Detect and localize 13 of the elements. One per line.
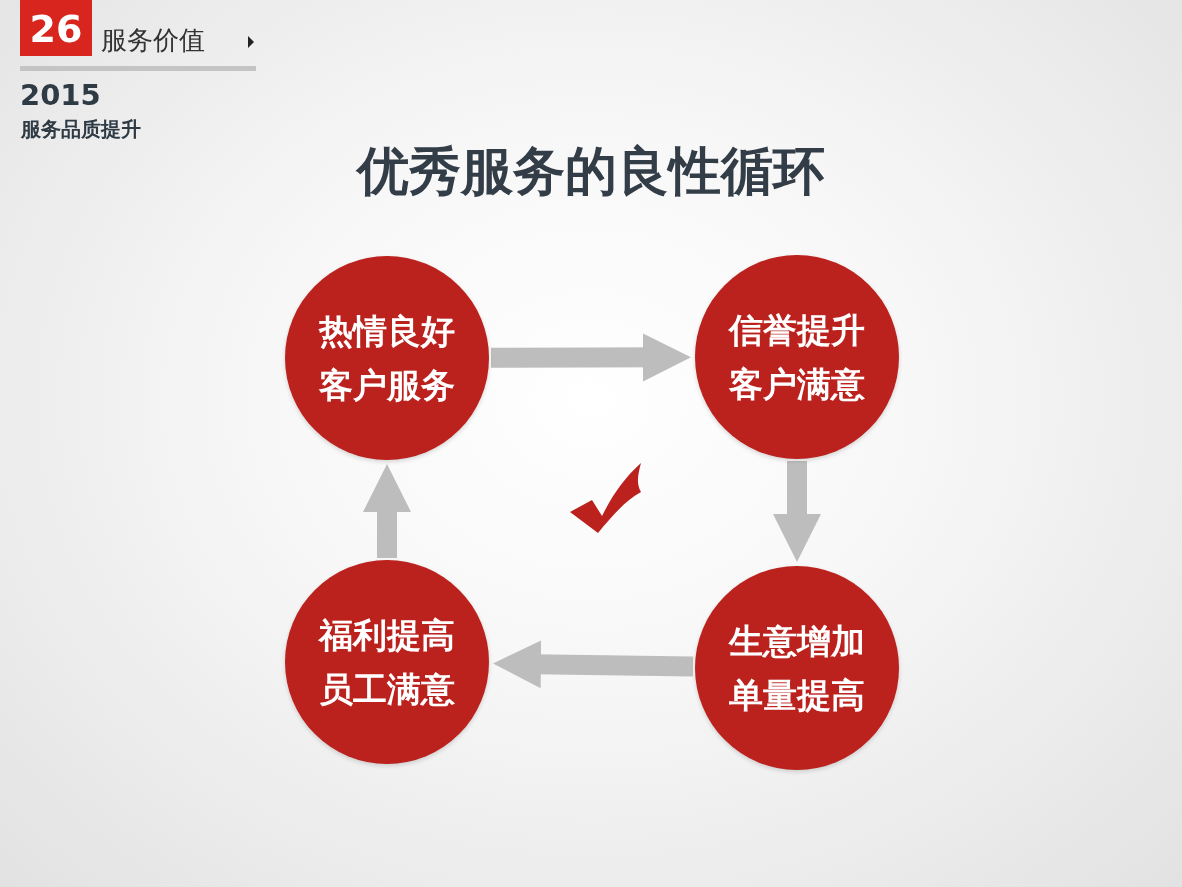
node-text: 信誉提升客户满意 bbox=[727, 309, 866, 406]
block-arrow bbox=[490, 333, 691, 382]
section-title: 服务价值 bbox=[101, 24, 205, 57]
node-text: 热情良好客户服务 bbox=[317, 310, 456, 407]
year-text: 2015 bbox=[20, 78, 101, 112]
block-arrow bbox=[773, 461, 821, 562]
block-arrow bbox=[493, 640, 694, 689]
block-arrow bbox=[363, 464, 411, 558]
page-title: 优秀服务的良性循环 bbox=[355, 140, 826, 203]
page-number: 26 bbox=[20, 0, 92, 56]
node-text: 生意增加单量提高 bbox=[727, 620, 866, 717]
subtitle-text: 服务品质提升 bbox=[21, 116, 141, 142]
node-text: 福利提高员工满意 bbox=[317, 614, 456, 711]
